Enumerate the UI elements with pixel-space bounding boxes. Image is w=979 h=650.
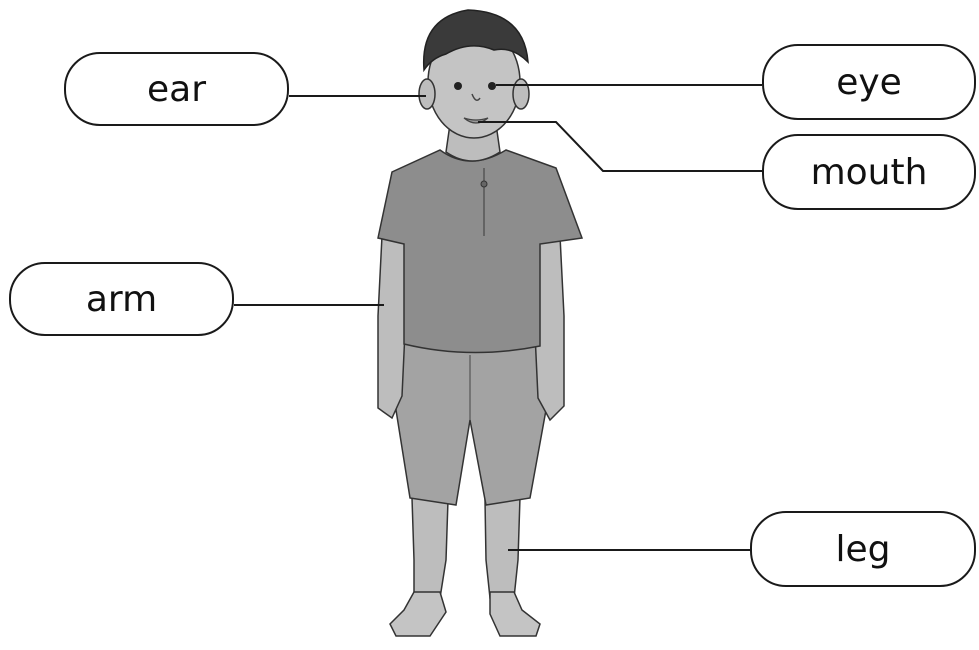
right-eye (488, 82, 496, 90)
leader-lines (234, 84, 762, 551)
left-leg (411, 497, 449, 599)
shorts (395, 339, 547, 506)
right-leg (484, 496, 521, 599)
left-foot (389, 591, 447, 637)
nose (471, 93, 481, 101)
boy-illustration (377, 9, 584, 637)
left-arm (377, 235, 407, 420)
left-ear (418, 78, 436, 110)
mouth-label: mouth (762, 134, 976, 210)
hair (422, 9, 529, 73)
leg-label: leg (750, 511, 976, 587)
ear-label: ear (64, 52, 289, 126)
right-foot (489, 591, 541, 637)
eye-label: eye (762, 44, 976, 120)
right-ear (512, 78, 530, 110)
mouth-leader-line (478, 121, 762, 172)
left-eye (454, 82, 462, 90)
shirt-button (480, 180, 488, 188)
arm-label: arm (9, 262, 234, 336)
